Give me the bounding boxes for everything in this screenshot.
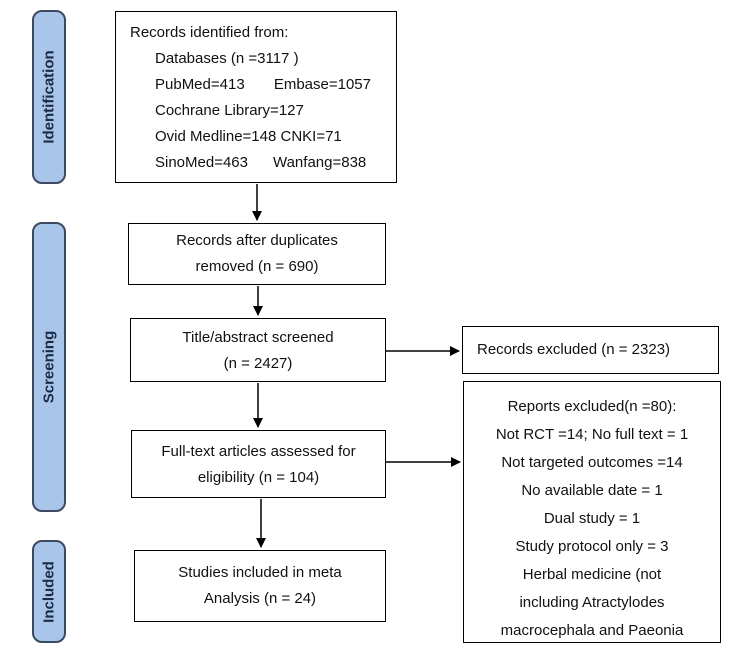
included-line-2: Analysis (n = 24)	[203, 590, 317, 607]
records-identified-title: Records identified from:	[130, 24, 289, 41]
after-duplicates-box: Records after duplicates removed (n = 69…	[128, 223, 386, 285]
records-excluded-box: Records excluded (n = 2323)	[462, 326, 719, 374]
reports-excluded-line-5: Dual study = 1	[543, 510, 641, 527]
screened-box: Title/abstract screened (n = 2427)	[130, 318, 386, 382]
after-duplicates-line-1: Records after duplicates	[176, 232, 338, 249]
fulltext-line-1: Full-text articles assessed for	[161, 443, 356, 460]
after-duplicates-line-2: removed (n = 690)	[195, 258, 319, 275]
cochrane: Cochrane Library=127	[155, 102, 304, 119]
phase-screening: Screening	[32, 222, 66, 512]
phase-identification: Identification	[32, 10, 66, 184]
sinomed-wanfang: SinoMed=463 Wanfang=838	[155, 154, 367, 171]
reports-excluded-line-2: Not RCT =14; No full text = 1	[495, 426, 689, 443]
ovid-cnki: Ovid Medline=148 CNKI=71	[155, 128, 342, 145]
reports-excluded-line-6: Study protocol only = 3	[515, 538, 669, 555]
reports-excluded-line-8: including Atractylodes	[519, 594, 665, 611]
phase-included: Included	[32, 540, 66, 643]
pubmed-embase: PubMed=413 Embase=1057	[155, 76, 371, 93]
reports-excluded-line-9: macrocephala and Paeonia	[500, 622, 684, 639]
reports-excluded-line-7: Herbal medicine (not	[522, 566, 662, 583]
included-box: Studies included in meta Analysis (n = 2…	[134, 550, 386, 622]
reports-excluded-line-4: No available date = 1	[521, 482, 663, 499]
records-identified-box: Records identified from: Databases (n =3…	[115, 11, 397, 183]
screened-line-2: (n = 2427)	[223, 355, 293, 372]
reports-excluded-box: Reports excluded(n =80): Not RCT =14; No…	[463, 381, 721, 643]
screened-line-1: Title/abstract screened	[182, 329, 334, 346]
databases-total: Databases (n =3117 )	[155, 50, 299, 67]
fulltext-box: Full-text articles assessed for eligibil…	[131, 430, 386, 498]
reports-excluded-line-3: Not targeted outcomes =14	[501, 454, 683, 471]
records-excluded-text: Records excluded (n = 2323)	[477, 341, 671, 358]
fulltext-line-2: eligibility (n = 104)	[197, 469, 320, 486]
reports-excluded-line-1: Reports excluded(n =80):	[507, 398, 677, 415]
included-line-1: Studies included in meta	[178, 564, 342, 581]
